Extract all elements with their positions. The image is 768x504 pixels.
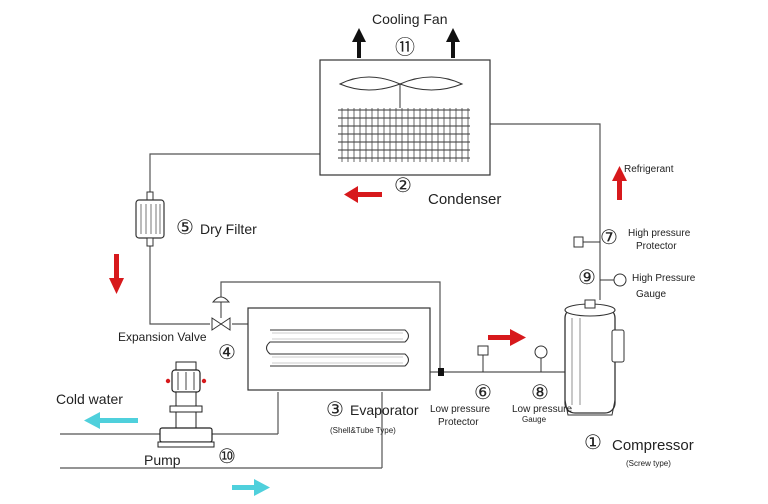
cooling-fan-number: ⑪ [395,36,415,59]
water-arrow-out [84,412,138,429]
evaporator-number: ③ [326,399,344,421]
evaporator-sub-label: (Shell&Tube Type) [330,426,396,435]
refrigerant-label: Refrigerant [624,164,674,175]
condenser-number: ② [394,175,412,197]
condenser-fins [341,108,469,162]
compressor-sub-label: (Screw type) [626,459,671,468]
low-pressure-gauge-label-1: Low pressure [512,404,572,415]
cold-water-label: Cold water [56,391,123,407]
flow-arrow-condenser [344,186,382,203]
compressor-number: ① [584,432,602,454]
dry-filter [135,191,165,247]
condenser-unit [319,59,491,176]
compressor-unit [564,299,625,416]
high-pressure-gauge-symbol [600,273,627,287]
low-pressure-gauge-label-2: Gauge [522,415,547,424]
compressor-label: Compressor [612,437,694,454]
high-pressure-protector-label-1: High pressure [628,228,691,239]
high-pressure-gauge-label-2: Gauge [636,289,666,300]
high-pressure-gauge-label-1: High Pressure [632,273,696,284]
water-arrow-in [232,479,270,496]
high-pressure-protector-number: ⑦ [600,227,618,249]
expansion-valve-number: ④ [218,342,236,364]
high-pressure-protector-symbol [573,236,600,248]
flow-arrow-left-down [109,254,124,294]
low-pressure-protector-label-2: Protector [438,417,479,428]
pump-label: Pump [144,452,181,468]
low-pressure-protector-symbol [477,345,489,372]
expansion-valve-symbol [211,296,231,331]
water-piping [60,392,383,469]
flow-arrow-refrigerant-up [612,166,627,200]
low-pressure-gauge-symbol [534,345,548,372]
cooling-fan-label: Cooling Fan [372,11,448,27]
pump-number: ⑩ [218,446,236,468]
pump-unit [157,361,215,448]
high-pressure-gauge-number: ⑨ [578,267,596,289]
high-pressure-protector-label-2: Protector [636,241,677,252]
air-up-arrows [352,28,460,58]
flow-arrow-to-compressor [488,329,526,346]
dry-filter-label: Dry Filter [200,221,257,237]
condenser-label: Condenser [428,191,501,208]
expansion-valve-label: Expansion Valve [118,330,207,344]
low-pressure-protector-number: ⑥ [474,382,492,404]
dry-filter-number: ⑤ [176,217,194,239]
evaporator-label: Evaporator [350,402,419,418]
low-pressure-protector-label-1: Low pressure [430,404,490,415]
evaporator-unit [247,307,444,391]
fan-icon [338,76,464,108]
low-pressure-gauge-number: ⑧ [531,382,549,404]
refrigerant-piping [149,123,601,373]
